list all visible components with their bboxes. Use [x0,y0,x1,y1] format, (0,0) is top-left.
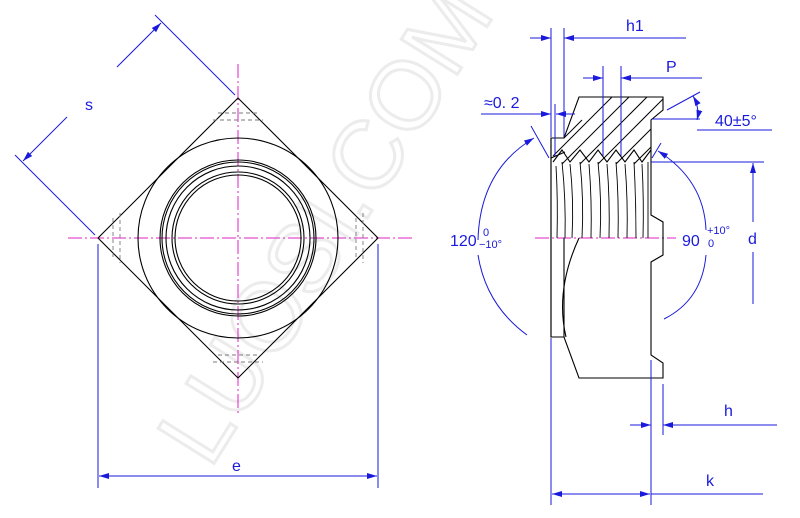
dimension-chamfer-angle: 40±5° [652,91,772,131]
outer-circle [137,137,339,339]
dimension-k: k [550,338,763,505]
thread-circle-3 [165,165,311,311]
bore-curve [562,237,580,338]
label-d: d [748,231,757,248]
dimension-e: e [97,244,379,488]
label-h1: h1 [626,18,644,35]
label-s: s [85,97,93,114]
dimension-gap: ≈0. 2 [481,95,575,156]
label-left-angle-lower-tol: −10° [479,239,502,251]
side-view: h1 P ≈0. 2 40±5° [450,18,777,505]
label-k: k [706,473,715,490]
thread-circle-1 [159,159,317,317]
dimension-right-angle: 90 +10° 0 [651,142,730,320]
dimension-left-angle: 120 0 −10° [450,125,550,336]
label-chamfer-angle: 40±5° [715,113,757,130]
dimension-h: h [630,360,777,505]
label-right-angle-value: 90 [682,233,700,250]
dimension-d: d [651,161,764,304]
label-left-angle-value: 120 [450,233,477,250]
square-nut-outline [97,97,379,379]
label-right-angle-lower-tol: 0 [708,238,714,250]
section-hatch [552,96,664,165]
dimension-s: s [14,14,236,236]
label-right-angle-upper-tol: +10° [707,225,730,237]
thread-lines [555,161,649,239]
dimension-h1: h1 [530,18,686,137]
thread-circle-5 [174,174,302,302]
thread-circle-4 [171,171,305,305]
label-e: e [232,458,241,475]
label-gap: ≈0. 2 [484,95,520,112]
front-view: s e [14,14,412,488]
label-P: P [666,59,677,76]
weld-projection-hidden-lines [112,112,364,363]
label-left-angle-upper-tol: 0 [483,227,489,239]
dimension-P: P [583,59,702,156]
side-outline [550,96,664,379]
label-h: h [724,403,733,420]
thread-circle-2 [161,161,315,315]
